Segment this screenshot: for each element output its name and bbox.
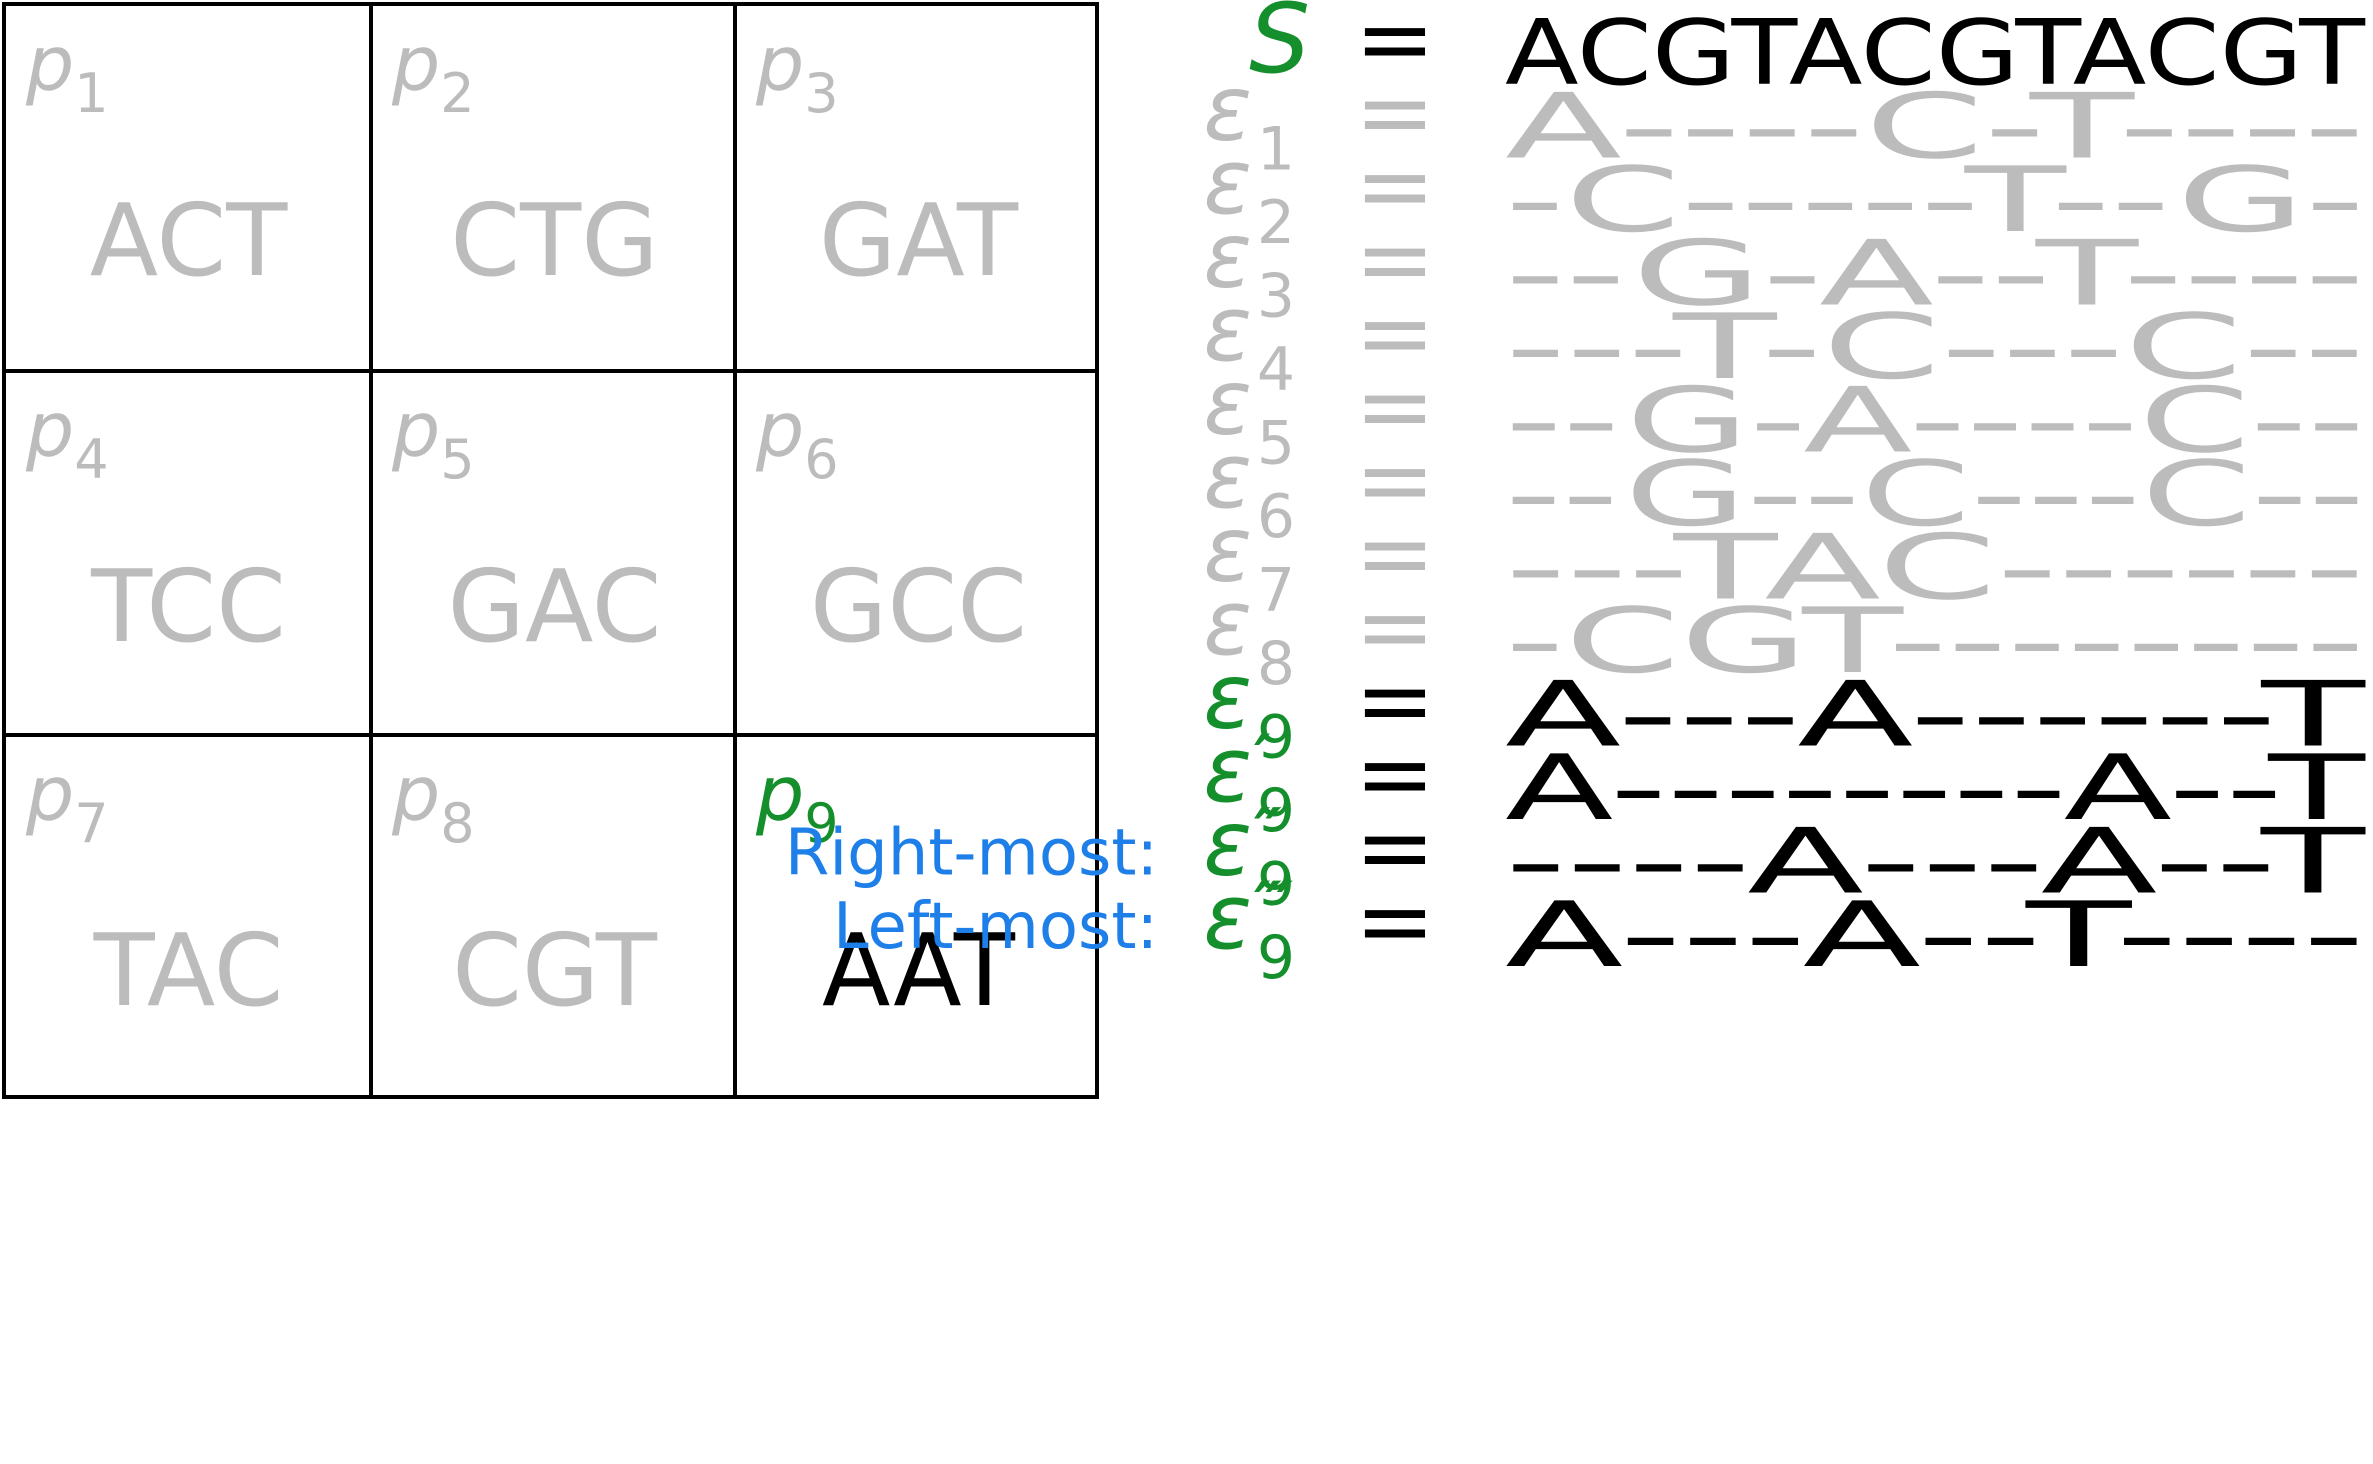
alignment-sequence: ---T-C---C--	[1505, 295, 2365, 400]
alignment-sequence: ----A---A--T	[1505, 810, 2367, 915]
equals-sign: =	[1355, 792, 1435, 904]
pattern-sequence: TCC	[91, 548, 286, 665]
alignment-sequence: A---A------T	[1505, 663, 2367, 768]
symbol-subscript: 9	[1257, 923, 1295, 993]
pattern-cell: p7 TAC	[6, 736, 371, 1101]
alignment-sequence: --G--C---C--	[1505, 442, 2365, 547]
pattern-cell: p2 CTG	[372, 6, 737, 371]
symbol-subscript: 9	[1257, 850, 1295, 920]
symbol-label: S	[1249, 0, 1310, 95]
pattern-label: p1	[26, 19, 109, 125]
alignment-sequence: A----C-T----	[1505, 75, 2365, 180]
symbol-subscript: 5	[1257, 409, 1295, 479]
pattern-cell: p3 GAT	[736, 6, 1101, 371]
symbol-label: ε	[1203, 571, 1252, 676]
prime-mark: ″	[1254, 795, 1282, 868]
pattern-label: p8	[392, 749, 475, 855]
grid-divider	[369, 6, 373, 1095]
symbol-label: ε	[1203, 424, 1252, 529]
symbol-label: ε	[1203, 57, 1252, 162]
symbol-label: ε	[1203, 498, 1252, 603]
alignment-sequence: A---A--T----	[1505, 883, 2365, 988]
symbol-label: ε	[1203, 645, 1252, 750]
alignment-sequence: --G-A--T----	[1505, 222, 2365, 327]
alignment-sequence: -C-----T--G-	[1505, 148, 2365, 253]
side-annotation: Right-most:	[785, 817, 1158, 891]
equals-sign: =	[1355, 424, 1435, 536]
alignment-sequence: -CGT--------	[1505, 589, 2365, 694]
pattern-sequence: TAC	[93, 912, 284, 1029]
pattern-sequence: CTG	[450, 182, 659, 299]
equals-sign: =	[1355, 57, 1435, 169]
alignment-sequence: ---TAC------	[1505, 516, 2365, 621]
symbol-label: ε	[1203, 130, 1252, 235]
side-annotation: Left-most:	[833, 890, 1158, 964]
pattern-label: p5	[392, 385, 475, 491]
grid-divider	[733, 6, 737, 1095]
equals-sign: =	[1355, 351, 1435, 463]
symbol-label: ε	[1203, 792, 1252, 897]
pattern-cell: p6 GCC	[736, 372, 1101, 737]
alignment-sequence: --G-A----C--	[1505, 369, 2365, 474]
grid-divider	[6, 369, 1095, 373]
pattern-cell-selected: p9 AAT	[736, 736, 1101, 1101]
pattern-cell: p8 CGT	[372, 736, 737, 1101]
pattern-label: p3	[756, 19, 839, 125]
equals-sign: =	[1355, 0, 1435, 95]
symbol-label: ε	[1203, 277, 1252, 382]
pattern-sequence: CGT	[452, 912, 657, 1029]
symbol-subscript: 9	[1257, 703, 1295, 773]
symbol-subscript: 1	[1257, 115, 1295, 185]
prime-mark: ‴	[1254, 868, 1293, 941]
pattern-cell: p1 ACT	[6, 6, 371, 371]
grid-divider	[6, 733, 1095, 737]
equals-sign: =	[1355, 130, 1435, 242]
symbol-subscript: 3	[1257, 262, 1295, 332]
equals-sign: =	[1355, 718, 1435, 830]
symbol-label: ε	[1203, 351, 1252, 456]
pattern-cell: p4 TCC	[6, 372, 371, 737]
pattern-sequence: AAT	[822, 912, 1015, 1029]
pattern-sequence: ACT	[89, 182, 288, 299]
equals-sign: =	[1355, 277, 1435, 389]
symbol-subscript: 8	[1257, 629, 1295, 699]
pattern-sequence: GAC	[447, 548, 662, 665]
equals-sign: =	[1355, 645, 1435, 757]
symbol-label: ε	[1203, 865, 1252, 970]
pattern-sequence: GAT	[818, 182, 1019, 299]
symbol-label: ε	[1203, 718, 1252, 823]
equals-sign: =	[1355, 498, 1435, 610]
pattern-label: p2	[392, 19, 475, 125]
pattern-label: p9	[756, 749, 839, 855]
alignment-sequence: A--------A--T	[1505, 736, 2367, 841]
symbol-subscript: 7	[1257, 556, 1295, 626]
equals-sign: =	[1355, 865, 1435, 977]
pattern-grid: p1 ACT p2 CTG p3 GAT p4 TCC p5 GAC p6 GC…	[2, 2, 1099, 1099]
prime-mark: ′	[1254, 721, 1270, 794]
pattern-label: p6	[756, 385, 839, 491]
pattern-label: p7	[26, 749, 109, 855]
symbol-subscript: 6	[1257, 482, 1295, 552]
symbol-label: ε	[1203, 204, 1252, 309]
symbol-subscript: 4	[1257, 335, 1295, 405]
pattern-cell: p5 GAC	[372, 372, 737, 737]
symbol-subscript: 2	[1257, 188, 1295, 258]
pattern-label: p4	[26, 385, 109, 491]
equals-sign: =	[1355, 571, 1435, 683]
pattern-sequence: GCC	[809, 548, 1028, 665]
equals-sign: =	[1355, 204, 1435, 316]
symbol-subscript: 9	[1257, 776, 1295, 846]
alignment-sequence: ACGTACGTACGT	[1505, 1, 2366, 106]
